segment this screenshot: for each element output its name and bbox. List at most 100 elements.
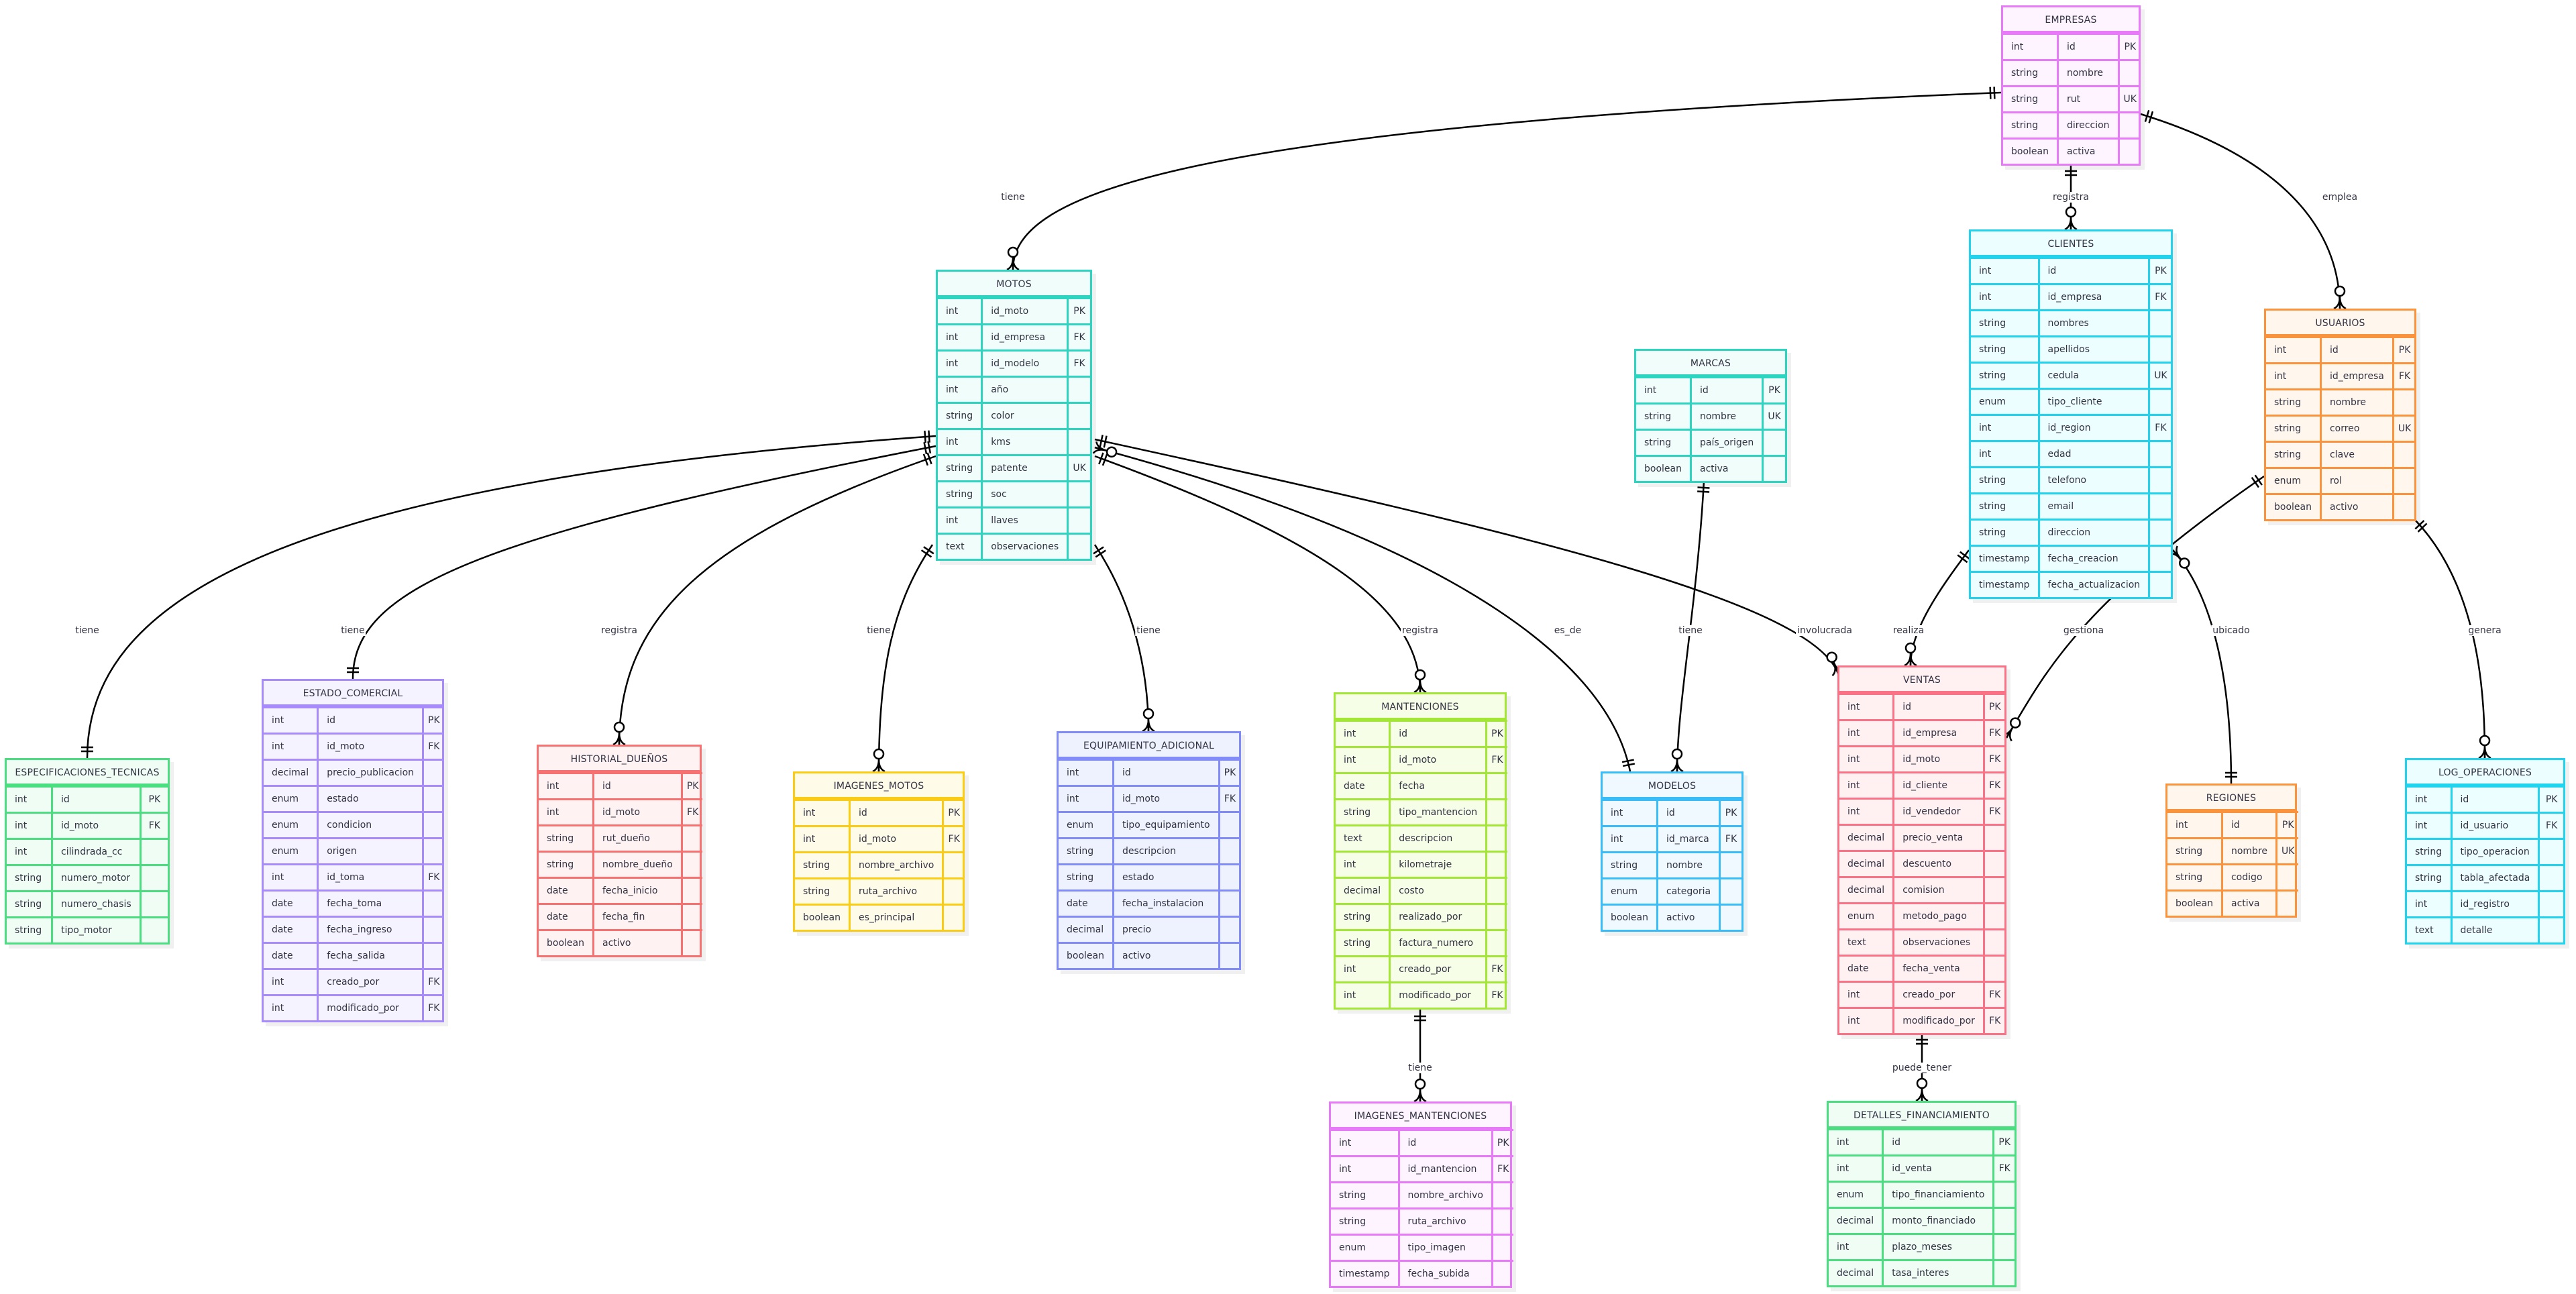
attribute-name: metodo_pago [1892,902,1985,930]
relationship-line[interactable] [1094,455,1421,693]
relationship-line[interactable] [2414,519,2486,759]
relationship-line[interactable] [877,544,934,772]
attribute-key [1982,824,2005,852]
relationship-line[interactable] [86,435,936,759]
attribute-name: cedula [2037,362,2151,390]
relationship-line[interactable] [1094,438,1839,674]
relationship-line[interactable] [1909,549,1970,666]
attribute-key: PK [422,706,444,735]
relationship-line[interactable] [1093,544,1150,732]
relationship-line[interactable] [352,445,936,680]
attribute-key [422,811,444,839]
relationship-line[interactable] [1094,446,1631,772]
attribute-key [1067,428,1090,456]
relationship-line[interactable] [1676,480,1705,772]
attribute-key: PK [139,786,168,814]
attribute-name: tipo_mantencion [1389,798,1488,826]
attribute-name: id [2037,257,2151,285]
attribute-key: UK [1067,454,1090,482]
attribute-type: string [2407,838,2453,866]
attribute-type: string [7,890,54,918]
attribute-name: estado [1112,863,1220,892]
attribute-type: int [1971,440,2040,468]
attribute-key: FK [1067,323,1090,352]
relationship-line[interactable] [2140,113,2341,309]
attribute-name: id_empresa [2037,283,2151,311]
relationship-label: tiene [1407,1063,1434,1073]
attribute-key: UK [2392,415,2416,443]
attribute-type: int [1336,955,1391,983]
attribute-type: enum [264,837,319,865]
attribute-key [2538,890,2563,918]
attribute-type: string [2003,111,2059,140]
attribute-key: PK [2275,811,2299,839]
attribute-key [680,824,703,853]
attribute-type: int [7,812,54,840]
relationship-line[interactable] [618,455,936,745]
relationship-label: ubicado [2211,625,2251,636]
attribute-type: string [1971,335,2040,364]
attribute-name: llaves [981,506,1069,535]
attribute-name: nombre_archivo [1397,1181,1493,1209]
cardinality-zero-or-many-icon [1413,669,1427,694]
attribute-type: timestamp [1971,571,2040,597]
relationship-line[interactable] [2172,549,2233,784]
cardinality-zero-or-many-icon [1092,441,1118,458]
attribute-name: id [51,786,142,814]
attribute-key [1491,1181,1513,1209]
attribute-type: int [1829,1128,1884,1156]
relationship-label: puede_tener [1890,1063,1953,1073]
attribute-key [680,877,703,905]
attribute-type: enum [1839,902,1895,930]
attribute-name: direccion [2037,519,2151,547]
attribute-name: id [1397,1129,1493,1157]
relationship-line[interactable] [1012,91,2002,270]
